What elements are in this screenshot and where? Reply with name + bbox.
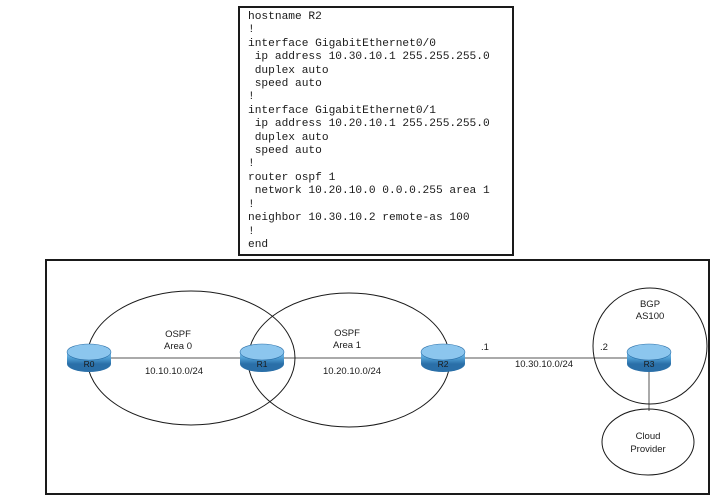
- router-r1[interactable]: R1: [239, 343, 285, 372]
- subnet-10-10-10-label: 10.10.10.0/24: [145, 366, 203, 377]
- area1-label-line2: Area 1: [333, 340, 361, 351]
- area0-label-line2: Area 0: [164, 341, 192, 352]
- area0-label-line1: OSPF: [165, 329, 191, 340]
- config-line: neighbor 10.30.10.2 remote-as 100: [248, 212, 470, 225]
- config-line: duplex auto: [248, 64, 329, 77]
- router-r0-label: R0: [84, 359, 95, 369]
- area1-label-line1: OSPF: [334, 328, 360, 339]
- cloud-label-line2: Provider: [630, 444, 665, 455]
- config-line: !: [248, 91, 255, 104]
- config-line: ip address 10.30.10.1 255.255.255.0: [248, 51, 490, 64]
- cloud-provider-circle: [601, 408, 695, 476]
- router-r2-label: R2: [438, 359, 449, 369]
- router-r1-label: R1: [257, 359, 268, 369]
- router-r3-label: R3: [644, 359, 655, 369]
- router-config-text: hostname R2 ! interface GigabitEthernet0…: [240, 8, 512, 252]
- router-r0[interactable]: R0: [66, 343, 112, 372]
- config-line: !: [248, 225, 255, 238]
- bgp-label-line1: BGP: [640, 299, 660, 310]
- config-line: end: [248, 238, 269, 251]
- config-line: router ospf 1: [248, 171, 336, 184]
- subnet-10-30-10-label: 10.30.10.0/24: [515, 359, 573, 370]
- network-diagram: R0 R1 R2 R3 OSPF Area 0 OSPF Area 1 BGP …: [45, 259, 710, 495]
- config-line: ip address 10.20.10.1 255.255.255.0: [248, 118, 490, 131]
- bgp-label-line2: AS100: [636, 311, 665, 322]
- bgp-as100-circle: [592, 287, 708, 405]
- subnet-10-20-10-label: 10.20.10.0/24: [323, 366, 381, 377]
- config-line: interface GigabitEthernet0/1: [248, 104, 436, 117]
- r2-interface-label: .1: [481, 342, 489, 353]
- config-line: duplex auto: [248, 131, 329, 144]
- config-line: hostname R2: [248, 11, 322, 23]
- config-line: speed auto: [248, 145, 322, 158]
- config-line: !: [248, 198, 255, 211]
- config-line: interface GigabitEthernet0/0: [248, 37, 436, 50]
- router-config-panel: hostname R2 ! interface GigabitEthernet0…: [238, 6, 514, 256]
- config-line: !: [248, 158, 255, 171]
- cloud-label-line1: Cloud: [636, 431, 661, 442]
- r3-interface-label: .2: [600, 342, 608, 353]
- config-line: speed auto: [248, 78, 322, 91]
- topology-svg: R0 R1 R2 R3 OSPF Area 0 OSPF Area 1 BGP …: [66, 287, 708, 476]
- router-r2[interactable]: R2: [420, 343, 466, 372]
- config-line: network 10.20.10.0 0.0.0.255 area 1: [248, 185, 490, 198]
- router-r3[interactable]: R3: [626, 343, 672, 372]
- config-line: !: [248, 24, 255, 37]
